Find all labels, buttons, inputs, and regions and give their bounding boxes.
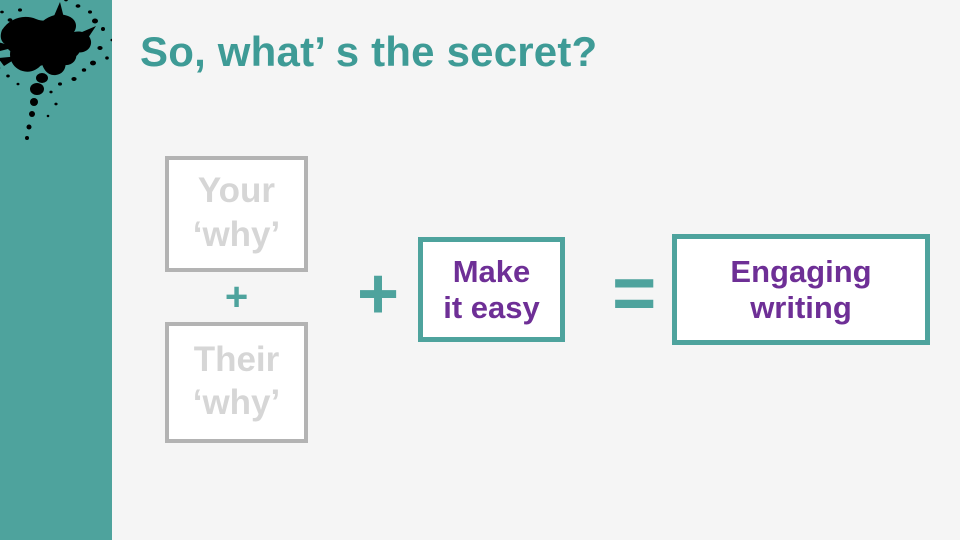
make-it-easy-line2: it easy	[443, 289, 540, 325]
your-why-box: Your ‘why’	[165, 156, 308, 272]
engaging-writing-line1: Engaging	[730, 253, 872, 289]
make-it-easy-box: Make it easy	[418, 237, 565, 342]
engaging-writing-box: Engaging writing	[672, 234, 930, 345]
their-why-line1: Their	[193, 339, 280, 379]
your-why-line1: Your	[197, 171, 276, 210]
why-group: Your ‘why’ + Their ‘why’	[165, 156, 308, 443]
equals-operator: =	[612, 251, 657, 336]
their-why-line2: ‘why’	[192, 383, 281, 423]
make-it-easy-line1: Make	[452, 253, 531, 289]
slide-title: So, what’ s the secret?	[140, 28, 598, 75]
plus-operator: +	[357, 254, 400, 334]
sidebar-accent-bar	[0, 0, 112, 540]
inner-plus-operator: +	[224, 274, 249, 319]
engaging-writing-line2: writing	[750, 289, 852, 325]
your-why-line2: ‘why’	[192, 214, 281, 254]
equation-row: Your ‘why’ + Their ‘why’ + Make it easy …	[112, 140, 960, 470]
ink-splatter-icon	[0, 0, 112, 140]
their-why-box: Their ‘why’	[165, 321, 308, 443]
